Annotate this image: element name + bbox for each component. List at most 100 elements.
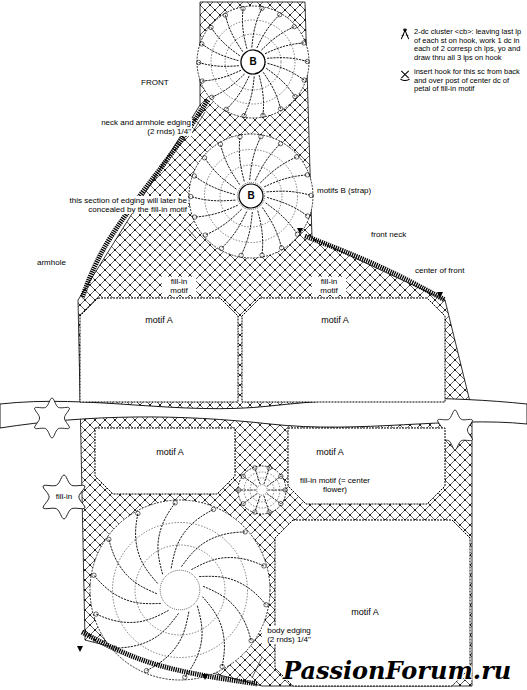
marker-triangle xyxy=(437,292,443,298)
stitch-spoke xyxy=(255,468,260,484)
key-symbol xyxy=(398,28,412,41)
octagon-outline xyxy=(288,428,445,504)
motif-b-drawing xyxy=(189,134,314,258)
stitch-spoke xyxy=(267,58,307,62)
chart-note: FRONT xyxy=(140,78,170,87)
picot xyxy=(302,41,306,45)
key-entry: 2-dc cluster <cb>: leaving last lp of ea… xyxy=(398,28,524,62)
picot xyxy=(241,501,245,505)
stitch-spoke xyxy=(262,207,281,247)
center-ring xyxy=(257,485,268,496)
picot xyxy=(211,507,215,511)
picot xyxy=(306,214,310,218)
picot xyxy=(218,142,222,146)
spiral-motif xyxy=(90,500,270,680)
picot xyxy=(136,511,140,515)
center-ring xyxy=(237,182,264,209)
edging-band xyxy=(82,632,258,684)
stitch-spoke xyxy=(268,63,305,80)
picot xyxy=(305,59,309,63)
picot xyxy=(144,668,148,672)
picot xyxy=(267,466,271,470)
stitch-spoke xyxy=(221,212,246,249)
chart-note: front neck xyxy=(370,230,407,239)
stitch-spoke xyxy=(239,490,256,491)
stitch-spoke xyxy=(96,610,168,622)
stitch-spoke xyxy=(195,205,238,217)
picot xyxy=(242,113,246,117)
picot xyxy=(196,60,200,64)
picot xyxy=(220,664,224,668)
node-label: motif A xyxy=(316,447,344,457)
chart-note: neck and armhole edging (2 rnds) 1/4" xyxy=(100,118,192,136)
round-ring xyxy=(135,545,225,635)
node-label: B xyxy=(247,191,254,201)
stitch-spoke xyxy=(255,496,260,512)
stitch-spoke xyxy=(199,576,266,604)
stitch-spoke xyxy=(243,476,257,486)
stitch-spoke xyxy=(263,72,280,108)
picot xyxy=(189,194,193,198)
stitch-spoke xyxy=(94,575,161,603)
stitch-spoke xyxy=(243,494,257,504)
picot xyxy=(260,253,264,257)
round-ring xyxy=(225,34,281,90)
stitch-spoke xyxy=(242,9,246,49)
marker-triangle xyxy=(77,646,83,652)
motif-outline xyxy=(189,134,313,258)
stitch-spoke xyxy=(264,175,307,187)
picot xyxy=(200,42,204,46)
picot xyxy=(183,675,187,679)
key-text: insert hook for this sc from back and ov… xyxy=(414,68,524,94)
stitch-spoke xyxy=(109,539,157,593)
stitch-spoke xyxy=(268,490,285,491)
node-label: fill-in xyxy=(56,492,72,502)
picot xyxy=(241,474,245,478)
symbol-key: 2-dc cluster <cb>: leaving last lp of ea… xyxy=(398,28,524,100)
stitch-spoke xyxy=(267,197,308,216)
key-symbol xyxy=(398,68,412,81)
picot xyxy=(278,141,282,145)
picot xyxy=(219,246,223,250)
octagon-outline xyxy=(242,298,445,402)
picot xyxy=(279,246,283,250)
picot xyxy=(279,501,283,505)
round-ring xyxy=(113,523,248,658)
chain-mesh xyxy=(78,2,472,686)
stitch-spoke xyxy=(202,44,239,61)
leader-line xyxy=(192,112,205,133)
node-outline xyxy=(80,298,238,402)
stitch-spoke xyxy=(136,514,158,584)
stitch-spoke xyxy=(191,558,263,570)
picot xyxy=(224,107,228,111)
stitch-spoke xyxy=(212,74,245,97)
center-circle xyxy=(239,184,263,208)
stitch-spoke xyxy=(257,15,280,48)
center-ring xyxy=(241,50,266,75)
picot xyxy=(262,564,266,568)
fill-in-flower xyxy=(35,398,70,438)
chart-note: armhole xyxy=(36,258,67,267)
node-outline xyxy=(95,428,235,494)
chart-note: center of front xyxy=(414,266,488,275)
picot xyxy=(253,466,257,470)
picot xyxy=(278,107,282,111)
stitch-spoke xyxy=(226,76,249,109)
picot xyxy=(249,638,253,642)
picot xyxy=(278,12,282,16)
stitch-spoke xyxy=(258,211,263,255)
round-ring xyxy=(250,478,274,502)
stitch-spoke xyxy=(205,158,237,189)
marker-triangle xyxy=(202,674,208,680)
stitch-symbol xyxy=(400,71,409,81)
octagon-outline xyxy=(95,428,235,494)
center-circle xyxy=(241,50,265,74)
key-entry: insert hook for this sc from back and ov… xyxy=(398,68,524,94)
chart-note: fill-in motif xyxy=(162,277,196,295)
node-outline xyxy=(242,298,445,402)
picot xyxy=(210,95,214,99)
stitch-spoke xyxy=(115,613,179,648)
motif-b-center: B xyxy=(238,183,264,209)
stitch-symbol xyxy=(401,29,408,39)
flower-outline xyxy=(43,475,85,519)
